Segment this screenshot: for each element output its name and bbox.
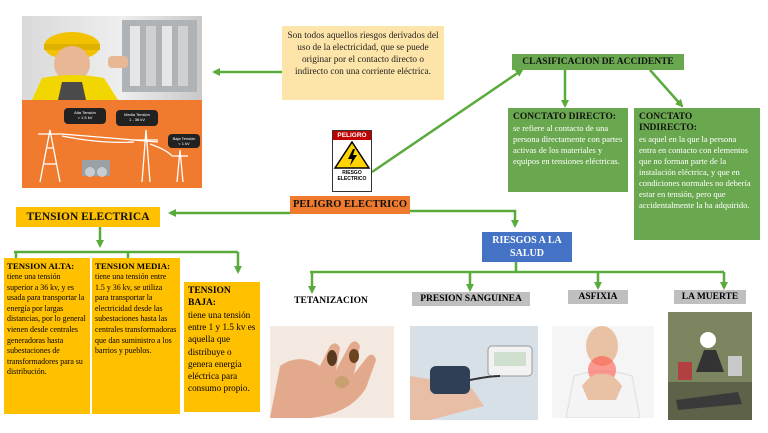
sign-header: PELIGRO	[333, 131, 371, 140]
center-title: PELIGRO ELECTRICO	[292, 199, 408, 210]
baja-tension-value: < 1 kV	[178, 141, 190, 146]
direct-contact-heading: CONCTATO DIRECTO:	[513, 112, 617, 122]
blood-pressure-illustration	[410, 326, 538, 420]
power-lines-illustration	[38, 108, 200, 183]
tension-media-heading: TENSION MEDIA:	[95, 261, 171, 271]
indirect-contact-box: CONCTATO INDIRECTO: es aquel en la que l…	[634, 108, 760, 240]
media-tension-value: 1 - 36 kV	[128, 117, 145, 122]
tension-baja-box: TENSION BAJA: tiene una tensión entre 1 …	[184, 282, 260, 412]
tension-alta-text: tiene una tensión superior a 36 kv, y es…	[7, 272, 86, 377]
risks-title: RIESGOS A LA SALUD	[492, 235, 562, 259]
burned-hand-illustration	[270, 341, 376, 418]
direct-contact-text: se refiere al contacto de una persona di…	[513, 123, 623, 166]
center-title-box: PELIGRO ELECTRICO	[290, 196, 410, 214]
tension-title-box: TENSION ELECTRICA	[16, 207, 160, 227]
alta-tension-tag: Alta Tensión	[74, 110, 96, 115]
tension-alta-heading: TENSION ALTA:	[7, 261, 75, 271]
definition-text: Son todos aquellos riesgos derivados del…	[287, 31, 439, 77]
tension-title: TENSION ELECTRICA	[26, 211, 150, 223]
tension-media-text: tiene una tensión entre 1.5 y 36 kv, se …	[95, 272, 177, 356]
indirect-contact-heading: CONCTATO INDIRECTO:	[639, 112, 697, 133]
death-photo	[668, 312, 752, 420]
tetanizacion-photo	[270, 326, 394, 418]
blood-pressure-photo	[410, 326, 538, 420]
media-tension-tag: Media Tensión	[124, 112, 150, 117]
classification-title-box: CLASIFICACION DE ACCIDENTE	[512, 54, 684, 70]
warning-triangle-icon	[333, 140, 371, 169]
tension-infographic: Alta Tensión > 1.5 kV Media Tensión 1 - …	[22, 100, 202, 188]
tension-baja-text: tiene una tensión entre 1 y 1.5 kv es aq…	[188, 310, 256, 394]
classification-title: CLASIFICACION DE ACCIDENTE	[522, 57, 674, 67]
definition-box: Son todos aquellos riesgos derivados del…	[282, 26, 444, 100]
risk-label-asfixia: ASFIXIA	[568, 290, 628, 304]
electrician-illustration	[32, 20, 197, 100]
tension-baja-heading: TENSION BAJA:	[188, 286, 231, 308]
risk-label-presion: PRESION SANGUINEA	[412, 292, 530, 306]
direct-contact-box: CONCTATO DIRECTO: se refiere al contacto…	[508, 108, 628, 192]
baja-tension-tag: Baja Tensión	[172, 136, 196, 141]
arrow-to-classification	[371, 68, 524, 174]
arrow-to-risks	[410, 209, 519, 228]
arrow-to-indirect	[649, 69, 684, 108]
indirect-contact-text: es aquel en la que la persona entra en c…	[639, 134, 751, 210]
danger-sign: PELIGRO RIESGO ELECTRICO	[332, 130, 372, 192]
tension-alta-box: TENSION ALTA: tiene una tensión superior…	[4, 258, 90, 414]
asfixia-photo	[552, 326, 654, 418]
sign-label-1: RIESGO	[342, 170, 362, 176]
risks-title-box: RIESGOS A LA SALUD	[482, 232, 572, 262]
risk-label-tetanizacion: TETANIZACION	[294, 296, 368, 306]
sign-label-2: ELECTRICO	[337, 176, 367, 182]
choking-person-illustration	[565, 326, 641, 418]
tension-media-box: TENSION MEDIA: tiene una tensión entre 1…	[92, 258, 180, 414]
alta-tension-value: > 1.5 kV	[77, 115, 93, 120]
risk-label-muerte: LA MUERTE	[674, 290, 746, 304]
electrician-photo	[22, 16, 202, 100]
accident-scene-illustration	[668, 312, 752, 420]
